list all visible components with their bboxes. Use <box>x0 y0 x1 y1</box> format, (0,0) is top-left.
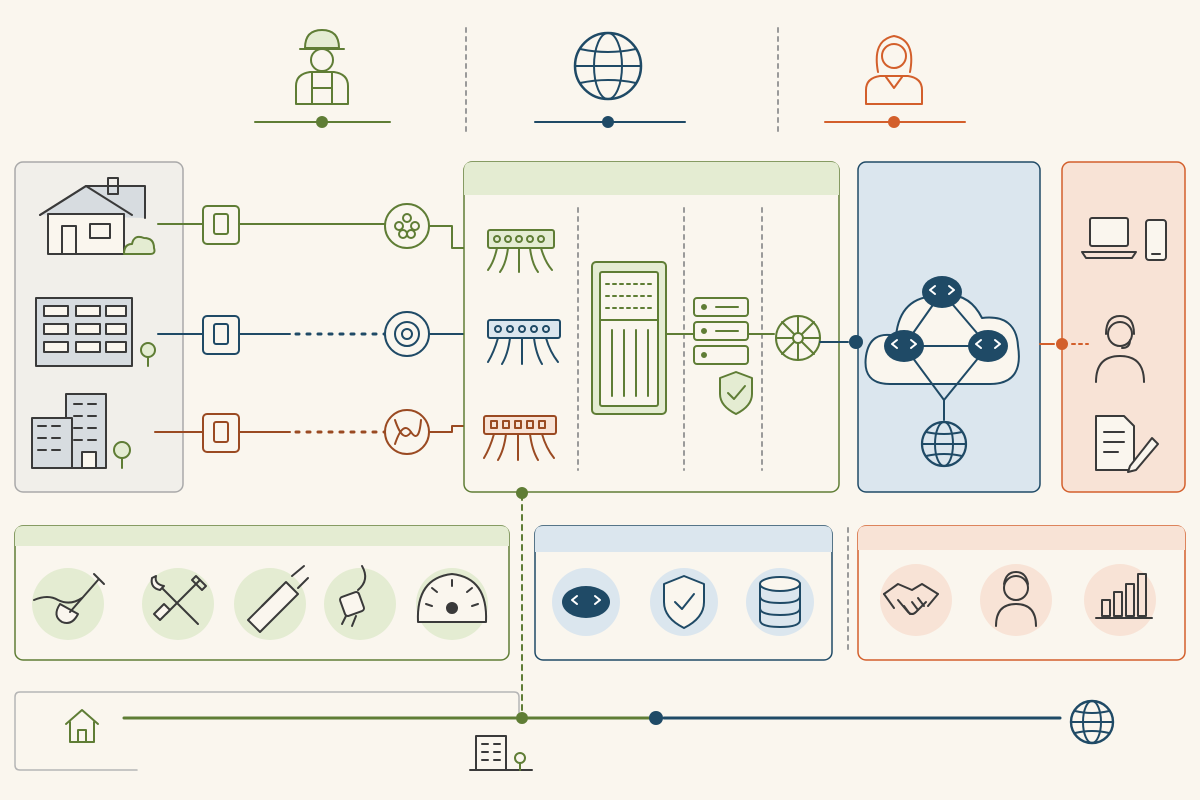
patch-panel-icon <box>488 230 554 272</box>
timeline-node-green <box>516 712 528 724</box>
core-entry-node <box>849 335 863 349</box>
timeline-panel <box>15 692 519 770</box>
globe-icon <box>575 33 641 99</box>
wrench-screwdriver-icon <box>152 576 206 624</box>
ont-box-copper <box>203 414 239 452</box>
server-rack-icon <box>592 262 666 414</box>
copper-connection <box>155 410 488 454</box>
shield-check-icon <box>664 576 704 628</box>
co-bottom-node <box>516 487 528 499</box>
tool-circle <box>880 564 952 636</box>
role-node-orange <box>888 116 900 128</box>
globe-icon <box>922 422 966 466</box>
headset-agent-icon <box>1096 316 1144 382</box>
role-node-green <box>316 116 328 128</box>
server-stack-icon <box>666 298 748 364</box>
coax-cable-icon <box>385 312 429 356</box>
coax-connection <box>158 312 488 356</box>
router-icon <box>968 330 1008 362</box>
role-node-blue <box>602 116 614 128</box>
field-technician-role <box>255 30 390 128</box>
tower-building-icon <box>32 394 130 468</box>
home-icon <box>66 710 98 742</box>
building-icon <box>470 736 532 770</box>
ont-box-green <box>203 206 239 244</box>
network-tools-header <box>535 526 832 552</box>
phone-icon <box>1146 220 1166 260</box>
twisted-pair-icon <box>385 410 429 454</box>
wheel-router-icon <box>748 316 820 360</box>
plug-icon <box>339 566 365 626</box>
router-icon <box>922 276 962 308</box>
gauge-icon <box>418 574 486 622</box>
database-icon <box>760 577 800 627</box>
handshake-icon <box>884 584 938 614</box>
customer-icon <box>996 572 1036 626</box>
tool-circle <box>32 568 104 640</box>
worker-hardhat-icon <box>296 30 348 104</box>
patch-panel-icon <box>488 320 560 364</box>
central-office-header <box>464 162 839 195</box>
timeline-node-blue <box>649 711 663 725</box>
laptop-icon <box>1082 218 1136 258</box>
shield-check-icon <box>720 372 752 414</box>
office-building-icon <box>36 298 155 366</box>
document-edit-icon <box>1096 416 1158 472</box>
cable-tester-icon <box>248 566 308 632</box>
bar-chart-icon <box>1096 574 1152 618</box>
fiber-connection <box>158 204 488 248</box>
field-tools-header <box>15 526 509 546</box>
ont-box-blue <box>203 316 239 354</box>
customer-service-role <box>825 36 965 128</box>
network-role <box>535 33 685 128</box>
globe-icon <box>1071 701 1113 743</box>
house-icon <box>40 178 155 254</box>
router-icon <box>562 586 610 618</box>
customer-entry-node <box>1056 338 1068 350</box>
patch-panel-icon <box>484 416 556 460</box>
woman-agent-icon <box>866 36 922 104</box>
shovel-icon <box>34 574 104 623</box>
fiber-bundle-icon <box>385 204 429 248</box>
router-icon <box>884 330 924 362</box>
service-tools-header <box>858 526 1185 550</box>
